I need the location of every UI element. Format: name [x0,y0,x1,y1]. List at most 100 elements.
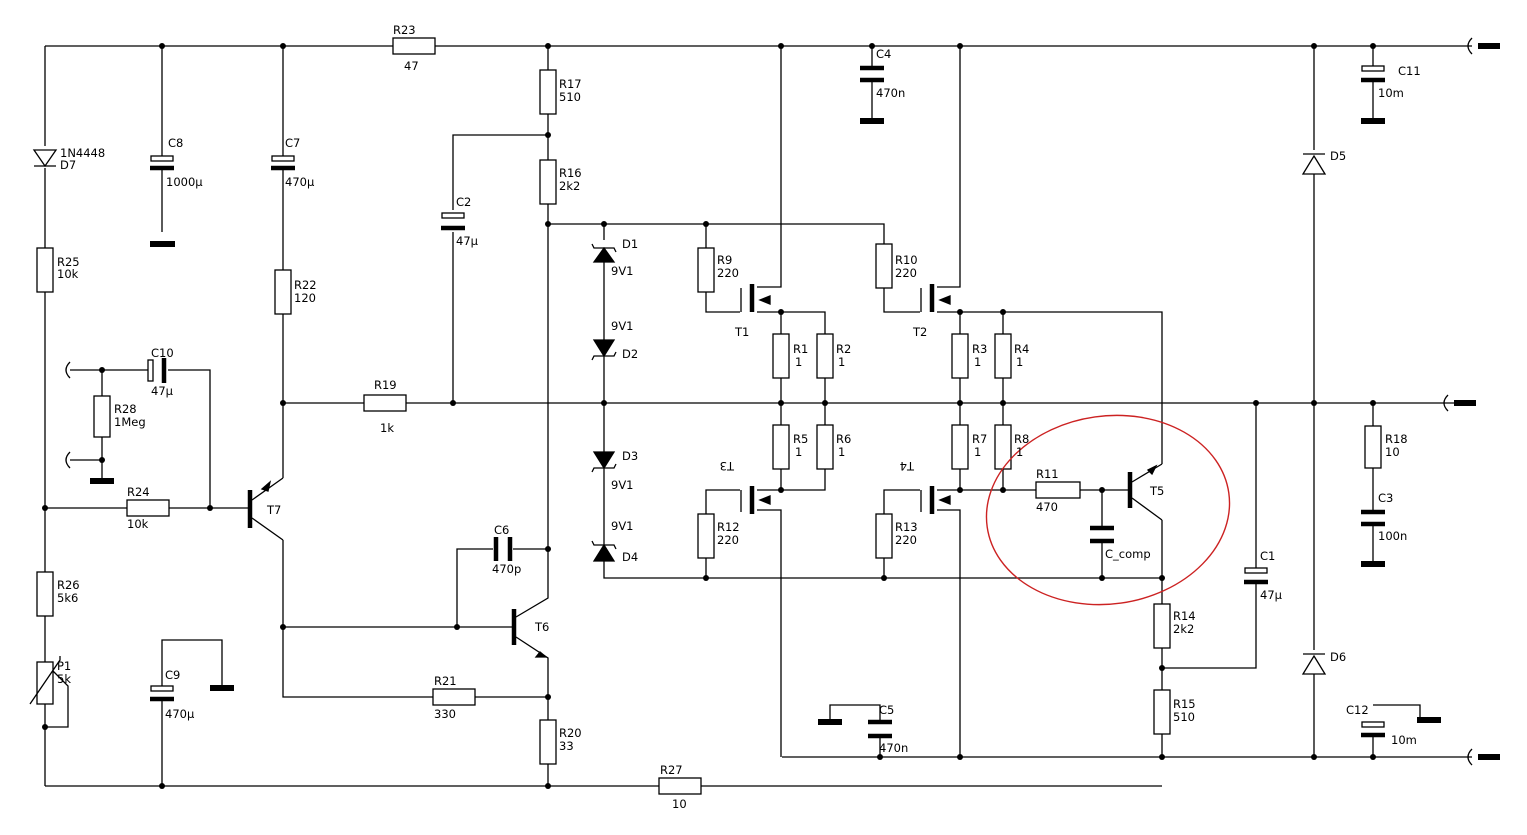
label-R6-value: 1 [838,445,845,459]
label-R3-id: R3 [972,342,987,356]
label-R24-value: 10k [127,517,149,531]
label-R5-value: 1 [795,445,802,459]
label-R13-id: R13 [895,520,918,534]
label-C1-id: C1 [1260,549,1275,563]
label-C2-id: C2 [456,195,471,209]
label-D1-id: D1 [622,237,638,251]
resistor-R8 [994,424,1012,470]
junction-dot [545,132,551,138]
junction-dot [1000,400,1006,406]
label-C5-id: C5 [879,703,894,717]
transistors [247,284,1163,664]
resistor-R24 [126,499,170,517]
label-D3-value: 9V1 [611,478,634,492]
label-R4-value: 1 [1016,355,1023,369]
label-R7-value: 1 [974,445,981,459]
label-R20-id: R20 [559,726,582,740]
junction-dot [1159,754,1165,760]
label-D7-value: 1N4448 [60,146,105,160]
label-R23-id: R23 [393,23,416,37]
junction-dot [42,505,48,511]
resistor-R25 [36,247,54,293]
junction-dot [877,754,883,760]
junction-dot [1159,665,1165,671]
label-C8-id: C8 [168,136,183,150]
resistor-R6 [816,424,834,470]
label-R16-id: R16 [559,166,582,180]
junction-dot [1000,309,1006,315]
label-T2: T2 [912,325,927,339]
label-R12-value: 220 [717,533,739,547]
label-D2-value: 9V1 [611,319,634,333]
label-T4: T4 [900,459,915,473]
resistor-R20 [539,719,557,765]
label-R25-value: 10k [57,267,79,281]
label-C3-id: C3 [1378,491,1393,505]
resistor-R14 [1153,603,1171,649]
resistor-R5 [772,424,790,470]
label-R7-id: R7 [972,432,987,446]
junction-dot [1159,575,1165,581]
junction-dot [99,367,105,373]
resistor-R12 [697,513,715,559]
diode-D5 [1301,153,1327,175]
label-R22-id-text: R22 [294,278,317,292]
resistor-R19 [363,394,407,412]
mosfet-T1 [740,284,771,312]
resistor-R7 [951,424,969,470]
junction-dot [454,624,460,630]
capacitor-C7 [271,155,295,171]
label-R11-value: 470 [1036,500,1058,514]
junction-dot [957,754,963,760]
label-P1-value: 5k [57,672,71,686]
label-R17-id: R17 [559,77,582,91]
label-C4-value: 470n [876,86,905,100]
power-terminal-positive [1467,37,1500,55]
label-T6: T6 [534,620,549,634]
label-R1-value: 1 [795,355,802,369]
transistor-T7 [247,477,284,541]
label-R15-value: 510 [1173,710,1195,724]
resistor-R1 [772,333,790,379]
label-R8-id: R8 [1014,432,1029,446]
terminals [65,37,1500,766]
junction-dot [545,221,551,227]
resistor-R17 [539,69,557,115]
label-C1-value: 47µ [1260,588,1283,602]
junction-dot [1311,400,1317,406]
junction-dots [42,43,1376,789]
capacitor-C6 [493,537,513,561]
label-C12-value: 10m [1391,733,1417,747]
label-T7: T7 [266,503,281,517]
label-C4-id: C4 [876,47,891,61]
label-C6-value: 470p [492,562,521,576]
junction-dot [1370,754,1376,760]
label-R14-value: 2k2 [1173,622,1194,636]
junction-dot [881,575,887,581]
label-R17-value: 510 [559,90,581,104]
junction-dot [545,694,551,700]
junction-dot [545,546,551,552]
zener-diode-D1 [591,243,617,263]
resistor-R28 [93,395,111,438]
label-D3-id: D3 [622,449,638,463]
resistor-R27 [658,777,702,795]
label-C7-value: 470µ [285,175,315,189]
label-R2-id: R2 [836,342,851,356]
junction-dot [601,221,607,227]
component-labels: R23 47 R19 1k R24 10k R21 330 R27 10 R11… [57,23,1421,811]
junction-dot [42,724,48,730]
capacitor-C3 [1361,509,1385,527]
junction-dot [280,400,286,406]
resistor-R11 [1035,481,1081,499]
label-D5-id: D5 [1330,149,1346,163]
transistor-T6 [511,590,549,664]
label-R8-value: 1 [1016,445,1023,459]
junction-dot [545,783,551,789]
label-R26-id: R26 [57,578,80,592]
junction-dot [207,505,213,511]
power-terminal-negative [1467,748,1500,766]
input-terminal [65,361,71,379]
diode-D7 [32,149,58,168]
label-C8-value: 1000µ [166,175,203,189]
